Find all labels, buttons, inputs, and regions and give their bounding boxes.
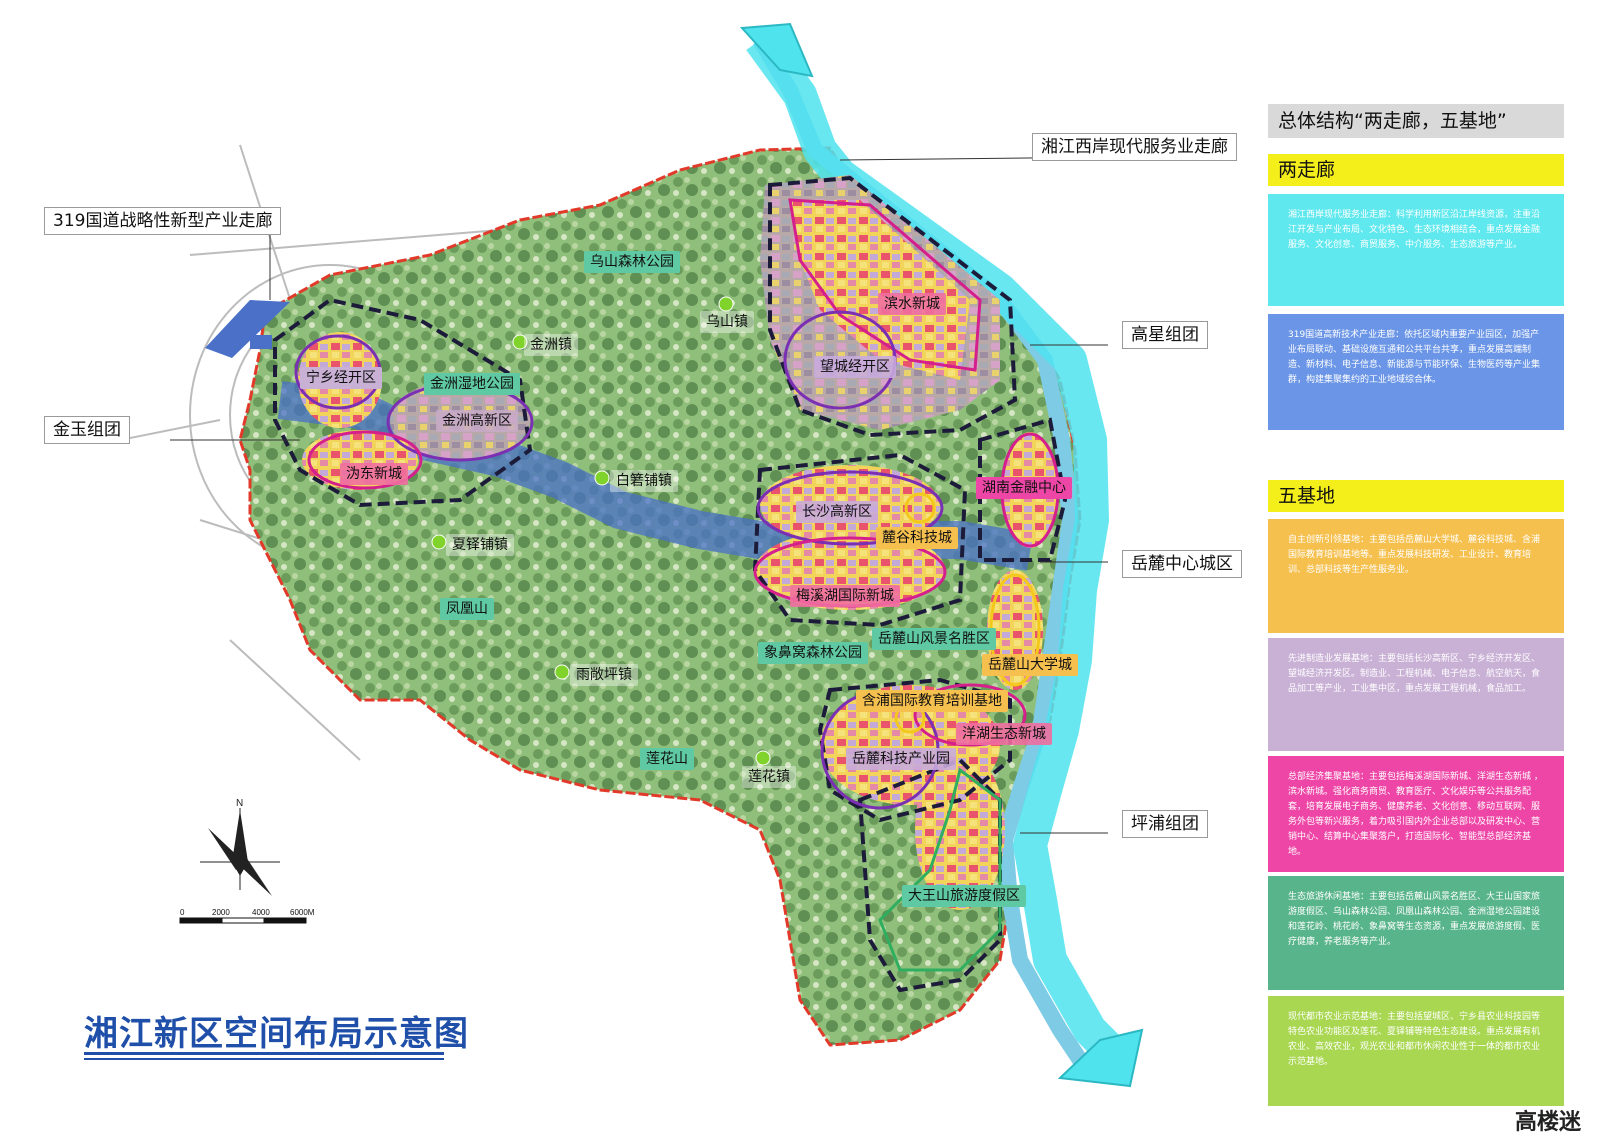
map-title: 湘江新区空间布局示意图 — [84, 1014, 469, 1054]
callout-yuelu-center: 岳麓中心城区 — [1122, 550, 1242, 578]
compass-north: N — [236, 798, 243, 809]
title-underline-2 — [84, 1058, 444, 1060]
bases-heading: 五基地 — [1268, 480, 1564, 512]
label-lianhua-town: 莲花镇 — [742, 766, 796, 788]
base-box-eco-tourism: 生态旅游休闲基地：主要包括岳麓山风景名胜区、大王山国家旅游度假区、乌山森林公园、… — [1268, 876, 1564, 990]
label-lugu: 麓谷科技城 — [876, 527, 958, 549]
label-yuxiping-town: 雨敞坪镇 — [570, 664, 638, 686]
callout-jinyu-group: 金玉组团 — [44, 416, 130, 444]
label-yuelu-tech: 岳麓科技产业园 — [846, 748, 956, 770]
scale-bar: 0 2000 4000 6000M — [179, 908, 315, 924]
label-lianhuashan: 莲花山 — [640, 748, 694, 770]
south-arrow-head — [1057, 1028, 1144, 1088]
label-ningxiang-dev: 宁乡经开区 — [300, 367, 382, 389]
label-yuelu-univ: 岳麓山大学城 — [982, 654, 1078, 676]
label-wushan-forest: 乌山森林公园 — [584, 251, 680, 273]
north-arrow-head — [739, 22, 814, 78]
label-xiaduo-town: 夏铎铺镇 — [446, 534, 514, 556]
west-bank-corridor — [746, 30, 1133, 1073]
base-box-headquarters: 总部经济集聚基地：主要包括梅溪湖国际新城、洋湖生态新城 ，滨水新城。强化商务商贸… — [1268, 756, 1564, 872]
site-logo: 高楼迷 — [1515, 1110, 1582, 1135]
label-dawangshan: 大王山旅游度假区 — [902, 885, 1026, 907]
callout-gaoxing-group: 高星组团 — [1122, 321, 1208, 349]
label-yanghu: 洋湖生态新城 — [956, 723, 1052, 745]
label-weidong: 沩东新城 — [340, 463, 408, 485]
label-xiangbi-forest: 象鼻窝森林公园 — [758, 642, 868, 664]
scale-label-6000m: 6000M — [290, 908, 315, 917]
compass: N — [200, 798, 280, 896]
label-changsha-hitech: 长沙高新区 — [796, 501, 878, 523]
label-wangcheng: 望城经开区 — [814, 356, 896, 378]
corridors-heading: 两走廊 — [1268, 154, 1564, 186]
base-box-innovation: 自主创新引领基地：主要包括岳麓山大学城、麓谷科技城、含浦国际教育培训基地等。重点… — [1268, 519, 1564, 633]
label-fenghuang-mt: 凤凰山 — [440, 598, 494, 620]
label-jinzhou-hitech: 金洲高新区 — [436, 410, 518, 432]
west-arrow-head — [205, 300, 290, 358]
corridor-box-319: 319国道高新技术产业走廊：依托区域内重要产业园区，加强产业布局联动、基础设施互… — [1268, 314, 1564, 430]
label-yuelu-scenic: 岳麓山风景名胜区 — [872, 628, 996, 650]
arrow-bar-1 — [250, 335, 272, 349]
panel-heading: 总体结构“两走廊，五基地” — [1268, 104, 1564, 138]
label-hanpu: 含浦国际教育培训基地 — [856, 690, 1008, 712]
label-baiyu-town: 白箬铺镇 — [610, 470, 678, 492]
scale-label-2000: 2000 — [212, 908, 230, 917]
scale-label-4000: 4000 — [252, 908, 270, 917]
title-underline — [84, 1052, 444, 1055]
label-jinzhou-town: 金洲镇 — [524, 334, 578, 356]
callout-pingpu-group: 坪浦组团 — [1122, 810, 1208, 838]
label-meixi: 梅溪湖国际新城 — [790, 585, 900, 607]
label-jinzhou-wetland: 金洲湿地公园 — [424, 373, 520, 395]
base-box-agriculture: 现代都市农业示范基地：主要包括望城区、宁乡县农业科技园等特色农业功能区及莲花、夏… — [1268, 996, 1564, 1106]
callout-319-corridor: 319国道战略性新型产业走廊 — [44, 207, 282, 235]
callout-west-bank-corridor: 湘江西岸现代服务业走廊 — [1032, 133, 1237, 161]
label-wushan-town: 乌山镇 — [700, 311, 754, 333]
corridor-box-west-bank: 湘江西岸现代服务业走廊：科学利用新区沿江岸线资源，注重沿江开发与产业布局、文化特… — [1268, 194, 1564, 306]
label-binshui: 滨水新城 — [878, 293, 946, 315]
label-hunan-finance: 湖南金融中心 — [976, 477, 1072, 499]
scale-label-0: 0 — [180, 908, 185, 917]
town-markers — [431, 296, 771, 766]
base-box-manufacturing: 先进制造业发展基地：主要包括长沙高新区、宁乡经济开发区、望城经济开发区。制造业、… — [1268, 638, 1564, 751]
